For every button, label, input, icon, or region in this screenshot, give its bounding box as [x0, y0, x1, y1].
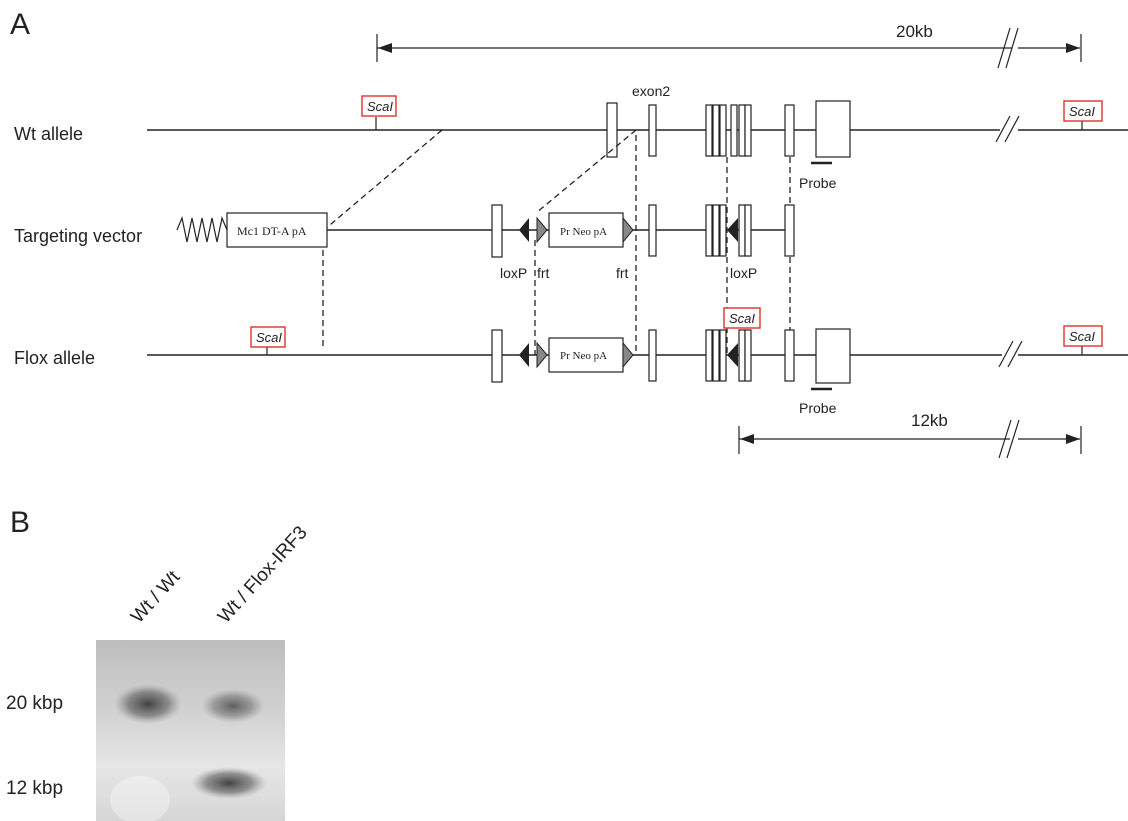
- scai-site-flox-middle: ScaI: [729, 311, 755, 326]
- loxp-label-1: loxP: [500, 265, 527, 281]
- band-20kbp-lane-1: [114, 684, 182, 724]
- flox-last-exon: [816, 329, 850, 383]
- band-20kbp-lane-2: [201, 689, 265, 723]
- lane-label-wt-flox: Wt / Flox-IRF3: [214, 522, 312, 627]
- southern-blot: [96, 640, 285, 821]
- flox-allele: Pr Neo pA Probe ScaI ScaI ScaI: [147, 308, 1128, 416]
- loxp-label-2: loxP: [730, 265, 757, 281]
- dta-cassette-label: Mc1 DT-A pA: [237, 224, 307, 238]
- wt-exon-2: [649, 105, 656, 156]
- row-label-wt: Wt allele: [14, 124, 83, 144]
- scai-site-flox-left: ScaI: [256, 330, 282, 345]
- panel-b-label: B: [10, 506, 30, 539]
- size-marker-20kbp: 20 kbp: [6, 693, 63, 714]
- frt-label-1: frt: [537, 265, 550, 281]
- scai-site-wt-right: ScaI: [1069, 104, 1095, 119]
- wt-allele: Probe exon2 ScaI ScaI: [147, 83, 1128, 191]
- scale-label-12kb: 12kb: [911, 411, 948, 430]
- exon2-label: exon2: [632, 83, 670, 99]
- neo-cassette-label-flox: Pr Neo pA: [560, 350, 607, 362]
- panel-a-label: A: [10, 8, 30, 41]
- lane-label-wt-wt: Wt / Wt: [127, 566, 185, 627]
- band-12kbp-lane-2: [191, 767, 267, 799]
- scale-bar-20kb: 20kb: [377, 22, 1081, 68]
- scai-site-flox-right: ScaI: [1069, 329, 1095, 344]
- row-label-flox: Flox allele: [14, 348, 95, 368]
- wt-last-exon: [816, 101, 850, 157]
- targeting-vector: Mc1 DT-A pA Pr Neo pA loxP frt frt loxP: [177, 205, 794, 281]
- probe-label-wt: Probe: [799, 175, 837, 191]
- size-marker-12kbp: 12 kbp: [6, 778, 63, 799]
- neo-cassette-label-vector: Pr Neo pA: [560, 226, 607, 238]
- row-label-vector: Targeting vector: [14, 226, 142, 246]
- frt-label-2: frt: [616, 265, 629, 281]
- scai-site-wt-left: ScaI: [367, 99, 393, 114]
- scale-label-20kb: 20kb: [896, 22, 933, 41]
- scale-bar-12kb: 12kb: [739, 411, 1081, 458]
- probe-label-flox: Probe: [799, 400, 837, 416]
- wt-exon-1: [607, 103, 617, 157]
